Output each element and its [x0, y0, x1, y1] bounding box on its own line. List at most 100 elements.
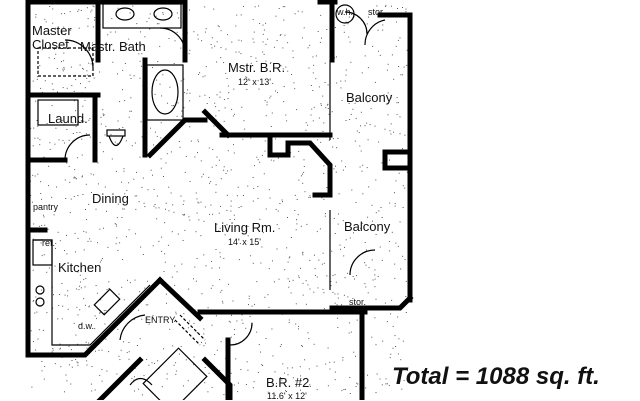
speckle-dot: [226, 224, 228, 226]
speckle-dot: [239, 243, 241, 244]
speckle-dot: [232, 300, 234, 302]
speckle-dot: [399, 221, 401, 223]
speckle-dot: [60, 366, 62, 368]
speckle-dot: [95, 285, 97, 287]
speckle-dot: [37, 70, 39, 72]
speckle-dot: [146, 21, 148, 23]
speckle-dot: [114, 141, 116, 143]
speckle-dot: [73, 196, 75, 197]
speckle-dot: [293, 156, 295, 158]
speckle-dot: [77, 362, 79, 364]
speckle-dot: [52, 22, 54, 24]
speckle-dot: [326, 187, 328, 188]
speckle-dot: [240, 206, 242, 207]
speckle-dot: [296, 219, 297, 221]
speckle-dot: [289, 256, 291, 258]
speckle-dot: [264, 296, 266, 298]
speckle-dot: [161, 386, 163, 388]
speckle-dot: [402, 7, 403, 8]
speckle-dot: [86, 364, 88, 366]
speckle-dot: [76, 361, 78, 363]
speckle-dot: [219, 369, 221, 371]
speckle-dot: [215, 115, 217, 117]
master-door-swing: [344, 11, 368, 35]
speckle-dot: [141, 136, 143, 138]
speckle-dot: [349, 377, 351, 378]
speckle-dot: [156, 195, 158, 197]
speckle-dot: [208, 372, 210, 374]
speckle-dot: [268, 306, 270, 308]
speckle-dot: [201, 341, 202, 343]
speckle-dot: [254, 6, 256, 8]
speckle-dot: [395, 180, 397, 182]
speckle-dot: [371, 204, 373, 206]
speckle-dot: [394, 205, 396, 207]
speckle-dot: [317, 31, 319, 32]
speckle-dot: [116, 217, 118, 219]
speckle-dot: [328, 139, 330, 141]
speckle-dot: [135, 208, 137, 210]
speckle-dot: [307, 332, 309, 334]
speckle-dot: [77, 364, 79, 366]
speckle-dot: [246, 77, 248, 79]
speckle-dot: [402, 185, 404, 187]
speckle-dot: [89, 136, 91, 138]
speckle-dot: [35, 14, 37, 16]
speckle-dot: [282, 68, 284, 70]
speckle-dot: [389, 250, 391, 252]
speckle-dot: [156, 79, 158, 81]
speckle-dot: [55, 127, 57, 129]
speckle-dot: [213, 125, 215, 127]
speckle-dot: [59, 240, 61, 242]
speckle-dot: [198, 73, 199, 75]
speckle-dot: [82, 175, 83, 177]
speckle-dot: [154, 204, 156, 205]
speckle-dot: [394, 192, 395, 194]
speckle-dot: [160, 137, 162, 139]
speckle-dot: [235, 51, 237, 53]
speckle-dot: [388, 384, 390, 386]
speckle-dot: [223, 99, 225, 100]
speckle-dot: [259, 218, 261, 220]
speckle-dot: [309, 195, 311, 197]
speckle-dot: [349, 237, 351, 239]
speckle-dot: [116, 225, 118, 227]
speckle-dot: [86, 219, 88, 221]
speckle-dot: [160, 158, 162, 160]
speckle-dot: [58, 305, 60, 306]
speckle-dot: [301, 11, 303, 13]
speckle-dot: [71, 366, 73, 368]
speckle-dot: [352, 297, 354, 299]
speckle-dot: [210, 181, 212, 183]
speckle-dot: [122, 259, 124, 260]
speckle-dot: [337, 317, 339, 319]
speckle-dot: [334, 274, 336, 276]
speckle-dot: [97, 242, 98, 244]
speckle-dot: [389, 202, 391, 204]
speckle-dot: [303, 159, 305, 161]
speckle-dot: [309, 44, 311, 46]
speckle-dot: [80, 287, 82, 289]
speckle-dot: [161, 250, 163, 252]
speckle-dot: [280, 34, 282, 35]
speckle-dot: [267, 38, 269, 40]
speckle-dot: [87, 25, 89, 27]
speckle-dot: [52, 349, 54, 351]
speckle-dot: [64, 250, 65, 252]
speckle-dot: [327, 84, 329, 86]
fixtures: [32, 3, 386, 400]
speckle-dot: [230, 205, 232, 207]
speckle-dot: [262, 232, 264, 234]
speckle-dot: [298, 275, 300, 277]
speckle-dot: [360, 125, 361, 127]
speckle-dot: [64, 142, 65, 144]
speckle-dot: [79, 131, 81, 133]
speckle-dot: [88, 305, 90, 307]
speckle-dot: [169, 328, 171, 330]
speckle-dot: [70, 66, 72, 68]
speckle-dot: [165, 162, 167, 164]
speckle-dot: [287, 42, 289, 44]
speckle-dot: [205, 28, 207, 30]
speckle-dot: [262, 41, 264, 43]
speckle-dot: [93, 174, 95, 176]
